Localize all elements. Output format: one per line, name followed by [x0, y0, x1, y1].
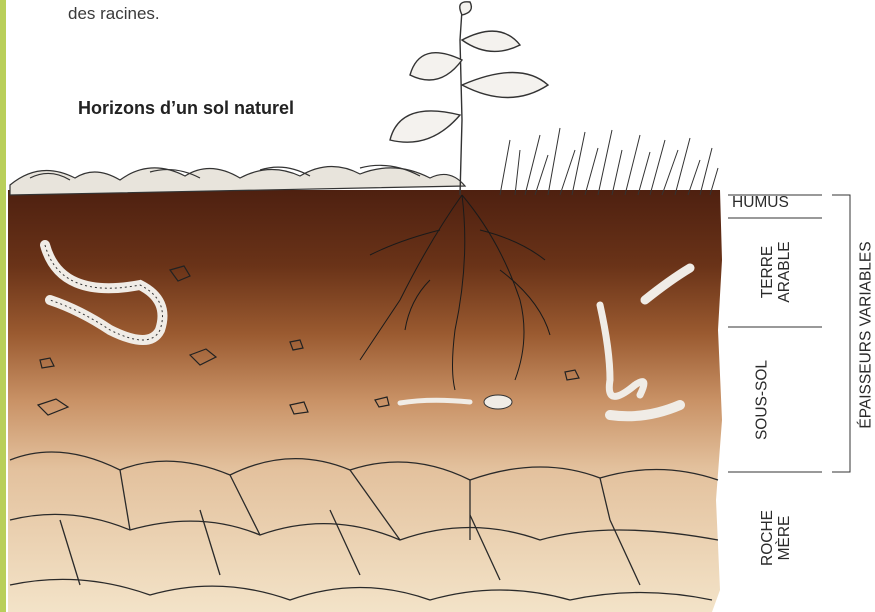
horizon-dividers — [728, 195, 822, 472]
horizon-label-roche-mere: ROCHE MÈRE — [759, 510, 793, 566]
horizon-label-terre-arable: TERRE ARABLE — [759, 241, 793, 302]
horizon-label-sous-sol: SOUS-SOL — [754, 360, 771, 440]
horizon-label-humus: HUMUS — [732, 194, 789, 212]
thickness-bracket — [832, 195, 850, 472]
plant — [390, 2, 548, 195]
woodlouse — [484, 395, 512, 409]
soil-body — [8, 190, 722, 612]
thickness-label: ÉPAISSEURS VARIABLES — [858, 241, 875, 428]
grass-tuft — [500, 128, 718, 195]
small-worm — [400, 400, 470, 403]
